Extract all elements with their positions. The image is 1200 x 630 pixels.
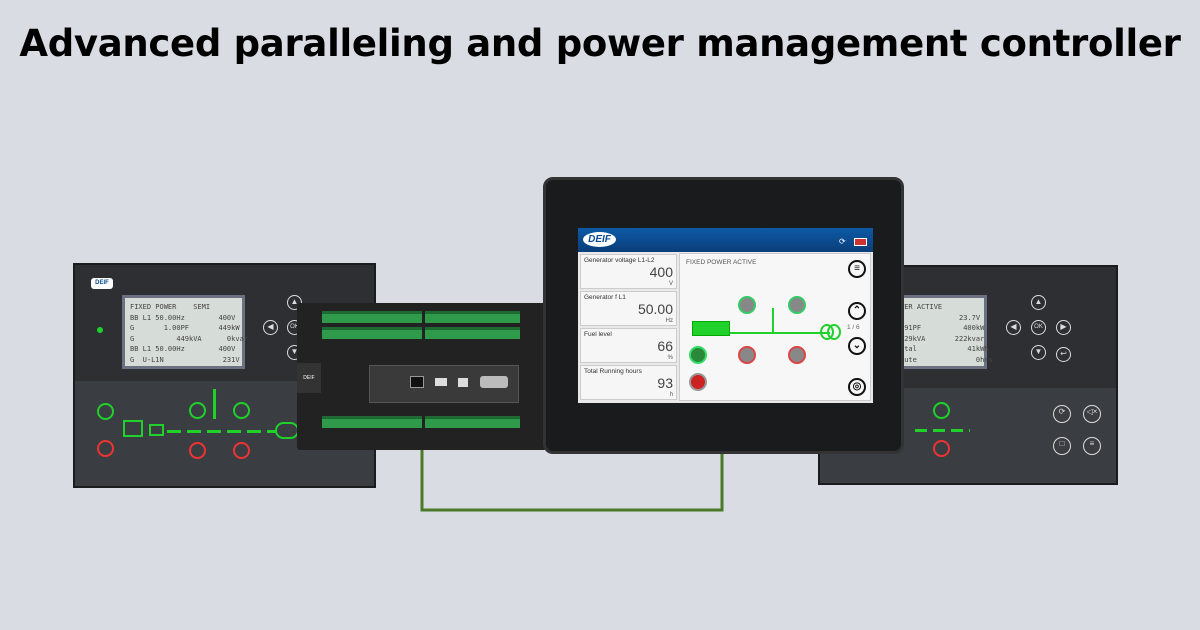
breaker-close-icon[interactable]: [738, 296, 756, 314]
breaker-open-icon[interactable]: [788, 346, 806, 364]
tile-unit: Hz: [665, 318, 673, 324]
log-button[interactable]: ≡: [1083, 437, 1101, 455]
lcd-line: lute 0hrs: [900, 355, 993, 364]
ok-button[interactable]: OK: [1031, 320, 1046, 335]
stop-icon[interactable]: [689, 373, 707, 391]
tile-label: Total Running hours: [584, 368, 642, 375]
left-button[interactable]: ◀: [1006, 320, 1021, 335]
tile-label: Fuel level: [584, 331, 612, 338]
page-up-icon[interactable]: ⌃: [848, 302, 866, 320]
lcd-line: BB L1 50.00Hz 400V: [130, 313, 236, 322]
transformer-icon: [275, 422, 299, 439]
screen-header: DEIF ⟳: [578, 228, 873, 252]
up-button[interactable]: ▲: [1031, 295, 1046, 310]
tile-label: Generator voltage L1-L2: [584, 257, 655, 264]
terminal-block: [322, 416, 422, 428]
right-button[interactable]: ▶: [1056, 320, 1071, 335]
start-icon[interactable]: [689, 346, 707, 364]
status-led: [97, 327, 103, 333]
down-button[interactable]: ▼: [1031, 345, 1046, 360]
generator-icon: [149, 424, 164, 436]
mb-open-icon[interactable]: [233, 442, 250, 459]
breaker-close-icon[interactable]: [788, 296, 806, 314]
port-panel: [369, 365, 519, 403]
lcd-line: G U-L1N 231V: [130, 355, 240, 364]
breaker-open-icon[interactable]: [738, 346, 756, 364]
status-text: FIXED POWER ACTIVE: [686, 259, 757, 266]
tile-value: 50.00: [637, 301, 673, 317]
breaker-close-icon[interactable]: [933, 402, 950, 419]
deif-logo: DEIF: [583, 232, 616, 247]
busbar-feeder: [772, 308, 774, 333]
io-rack-module: DEIF: [297, 303, 547, 450]
tile-value: 400: [649, 264, 673, 280]
lcd-display: FIXED POWER SEMI BB L1 50.00Hz 400V G 1.00…: [122, 295, 249, 369]
tile-value: 66: [657, 338, 673, 354]
terminal-block: [322, 311, 422, 323]
lcd-line: BB L1 50.00Hz 400V: [130, 345, 236, 353]
auto-button[interactable]: ⟳: [1053, 405, 1071, 423]
terminal-block: [425, 311, 520, 323]
lcd-line: FIXED POWER SEMI: [130, 303, 211, 311]
mute-button[interactable]: ◁×: [1083, 405, 1101, 423]
tile-unit: %: [667, 355, 673, 361]
deif-logo: DEIF: [91, 278, 113, 289]
breaker-open-icon[interactable]: [933, 440, 950, 457]
single-line-panel: FIXED POWER ACTIVE ≡ ⌃ 1 / 6 ⌄ ◎: [679, 253, 871, 401]
arrow-up-icon: [213, 389, 216, 419]
left-controller: DEIF FIXED POWER SEMI BB L1 50.00Hz 400V G…: [73, 263, 376, 488]
lcd-display: WER ACTIVE 23.7V .91PF 400kW 529kVA 222kva…: [892, 295, 993, 369]
tile-unit: h: [669, 392, 673, 398]
busbar-line: [730, 332, 830, 334]
manual-button[interactable]: □: [1053, 437, 1071, 455]
back-button[interactable]: ↩: [1056, 347, 1071, 362]
tile-label: Generator f L1: [584, 294, 626, 301]
stop-icon[interactable]: [97, 440, 114, 457]
mb-breaker-icon[interactable]: [233, 402, 250, 419]
lcd-line: otal 41kWh: [900, 345, 989, 353]
rack-logo: DEIF: [297, 363, 321, 393]
serial-port[interactable]: [480, 376, 508, 388]
start-icon[interactable]: [97, 403, 114, 420]
genset-icon: [692, 321, 730, 336]
left-button[interactable]: ◀: [263, 320, 278, 335]
terminal-block: [322, 327, 422, 339]
network-icon: ⟳: [839, 237, 846, 246]
engine-icon: [123, 420, 143, 437]
page-indicator: 1 / 6: [847, 324, 860, 331]
gb-open-icon[interactable]: [189, 442, 206, 459]
gb-breaker-icon[interactable]: [189, 402, 206, 419]
lcd-line: 529kVA 222kvar: [900, 334, 985, 343]
page-title: Advanced paralleling and power managemen…: [19, 22, 1181, 65]
page-down-icon[interactable]: ⌄: [848, 337, 866, 355]
lcd-line: 23.7V: [900, 313, 981, 322]
tile-unit: V: [668, 281, 673, 287]
tile-value: 93: [657, 375, 673, 391]
mode-icon[interactable]: ◎: [848, 378, 866, 396]
usb-port[interactable]: [435, 378, 447, 386]
up-button[interactable]: ▲: [287, 295, 302, 310]
lcd-line: G 1.00PF 449kW: [130, 324, 240, 332]
terminal-block: [425, 416, 520, 428]
menu-icon[interactable]: ≡: [848, 260, 866, 278]
lcd-line: G 449kVA 0kvar: [130, 334, 249, 343]
ethernet-port[interactable]: [410, 376, 424, 388]
lcd-line: .91PF 400kW: [900, 324, 985, 332]
usb-b-port[interactable]: [458, 378, 468, 387]
terminal-block: [425, 327, 520, 339]
tile-fuel-level[interactable]: Fuel level 66%: [580, 328, 677, 363]
lcd-line: WER ACTIVE: [900, 303, 943, 311]
language-flag-icon[interactable]: [854, 238, 867, 246]
